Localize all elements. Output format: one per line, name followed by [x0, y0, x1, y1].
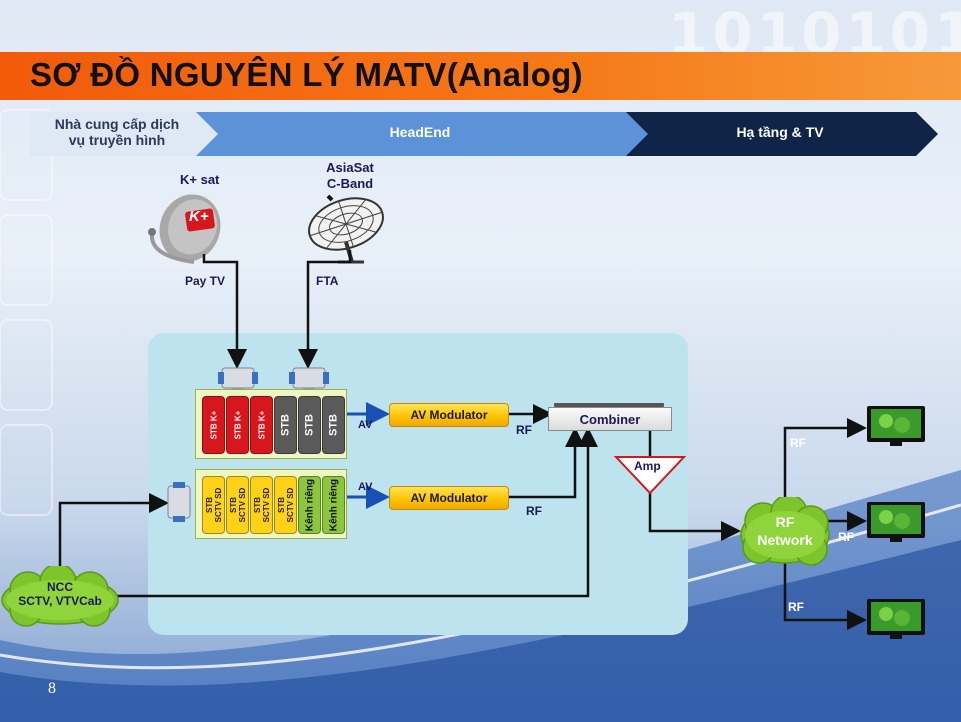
ncc-cloud	[1, 566, 119, 627]
stb-top-5: STB	[298, 396, 321, 454]
stage-headend: HeadEnd	[389, 124, 451, 140]
line-tv1	[783, 418, 867, 502]
line-tv3	[783, 562, 867, 630]
rf-network-line2: Network	[757, 532, 813, 548]
stb-rack-top: STB K+ STB K+ STB K+ STB STB STB	[195, 389, 347, 459]
splitter-icons	[167, 367, 329, 522]
amp-label: Amp	[634, 459, 661, 473]
kplus-dish	[148, 194, 221, 264]
stage-provider-line2: vụ truyền hình	[68, 132, 166, 148]
stage-infra: Hạ tầng & TV	[736, 124, 824, 140]
title-bar	[0, 52, 961, 100]
combiner: Combiner	[548, 407, 672, 431]
rf-label-tv1: RF	[790, 436, 806, 450]
stb-top-label: STB K+	[233, 410, 242, 440]
stb-top-1: STB K+	[202, 396, 225, 454]
page-number: 8	[48, 680, 56, 697]
page-title: SƠ ĐỒ NGUYÊN LÝ MATV(Analog)	[30, 56, 583, 93]
tv-3	[867, 599, 925, 639]
stb-top-2: STB K+	[226, 396, 249, 454]
stb-bottom-label: Kênh riêng	[328, 478, 339, 532]
stb-top-3: STB K+	[250, 396, 273, 454]
av-modulator-bottom: AV Modulator	[389, 486, 509, 510]
tv-1	[867, 406, 925, 446]
line-ncc-combiner	[110, 427, 598, 598]
stage-arrow-provider	[30, 112, 218, 156]
asiasat-dish	[308, 194, 384, 264]
av-label-top: AV	[358, 419, 373, 431]
stb-bottom-6: Kênh riêng	[322, 476, 345, 534]
stb-top-label: STB K+	[257, 410, 266, 440]
ncc-label-line1: NCC	[47, 580, 73, 594]
line-ncc-up	[58, 493, 169, 570]
stb-bottom-5: Kênh riêng	[298, 476, 321, 534]
rf-label-tv2: RF	[838, 530, 854, 544]
av-label-bottom: AV	[358, 481, 373, 493]
rf-label-tv3: RF	[788, 600, 804, 614]
rf-network-label: RF Network	[740, 513, 830, 549]
ncc-label: NCC SCTV, VTVCab	[6, 580, 114, 608]
line-rf-bottom	[508, 427, 585, 499]
fta-label: FTA	[316, 274, 339, 288]
stb-bottom-label: Kênh riêng	[304, 478, 315, 532]
rf-label-top: RF	[516, 423, 532, 437]
line-fta	[298, 250, 352, 369]
stb-top-label: STB	[279, 414, 291, 436]
kplus-logo: K+	[189, 208, 209, 225]
rf-network-cloud	[740, 497, 830, 566]
amp-triangle	[613, 456, 687, 495]
paytv-label: Pay TV	[185, 274, 226, 288]
stage-arrows	[30, 112, 938, 156]
stage-arrow-infra	[590, 112, 938, 156]
av-modulator-top: AV Modulator	[389, 403, 509, 427]
stb-top-label: STB K+	[209, 410, 218, 440]
stage-arrow-headend	[180, 112, 648, 156]
line-paytv	[202, 254, 247, 369]
stage-provider: Nhà cung cấp dịch vụ truyền hình	[32, 116, 202, 148]
rf-network-line1: RF	[775, 514, 795, 530]
combiner-ports	[554, 403, 664, 407]
kplus-sat-label: K+ sat	[180, 172, 220, 187]
stage-provider-line1: Nhà cung cấp dịch	[54, 116, 180, 132]
rf-label-bottom: RF	[526, 504, 542, 518]
tv-2	[867, 502, 925, 542]
stb-top-label: STB	[303, 414, 315, 436]
asiasat-label-line2: C-Band	[326, 176, 374, 191]
line-amp-network	[648, 492, 741, 541]
stb-top-4: STB	[274, 396, 297, 454]
asiasat-label-line1: AsiaSat	[326, 160, 374, 175]
ncc-label-line2: SCTV, VTVCab	[18, 594, 102, 608]
stb-top-label: STB	[327, 414, 339, 436]
asiasat-label: AsiaSat C-Band	[318, 160, 382, 192]
stb-top-6: STB	[322, 396, 345, 454]
